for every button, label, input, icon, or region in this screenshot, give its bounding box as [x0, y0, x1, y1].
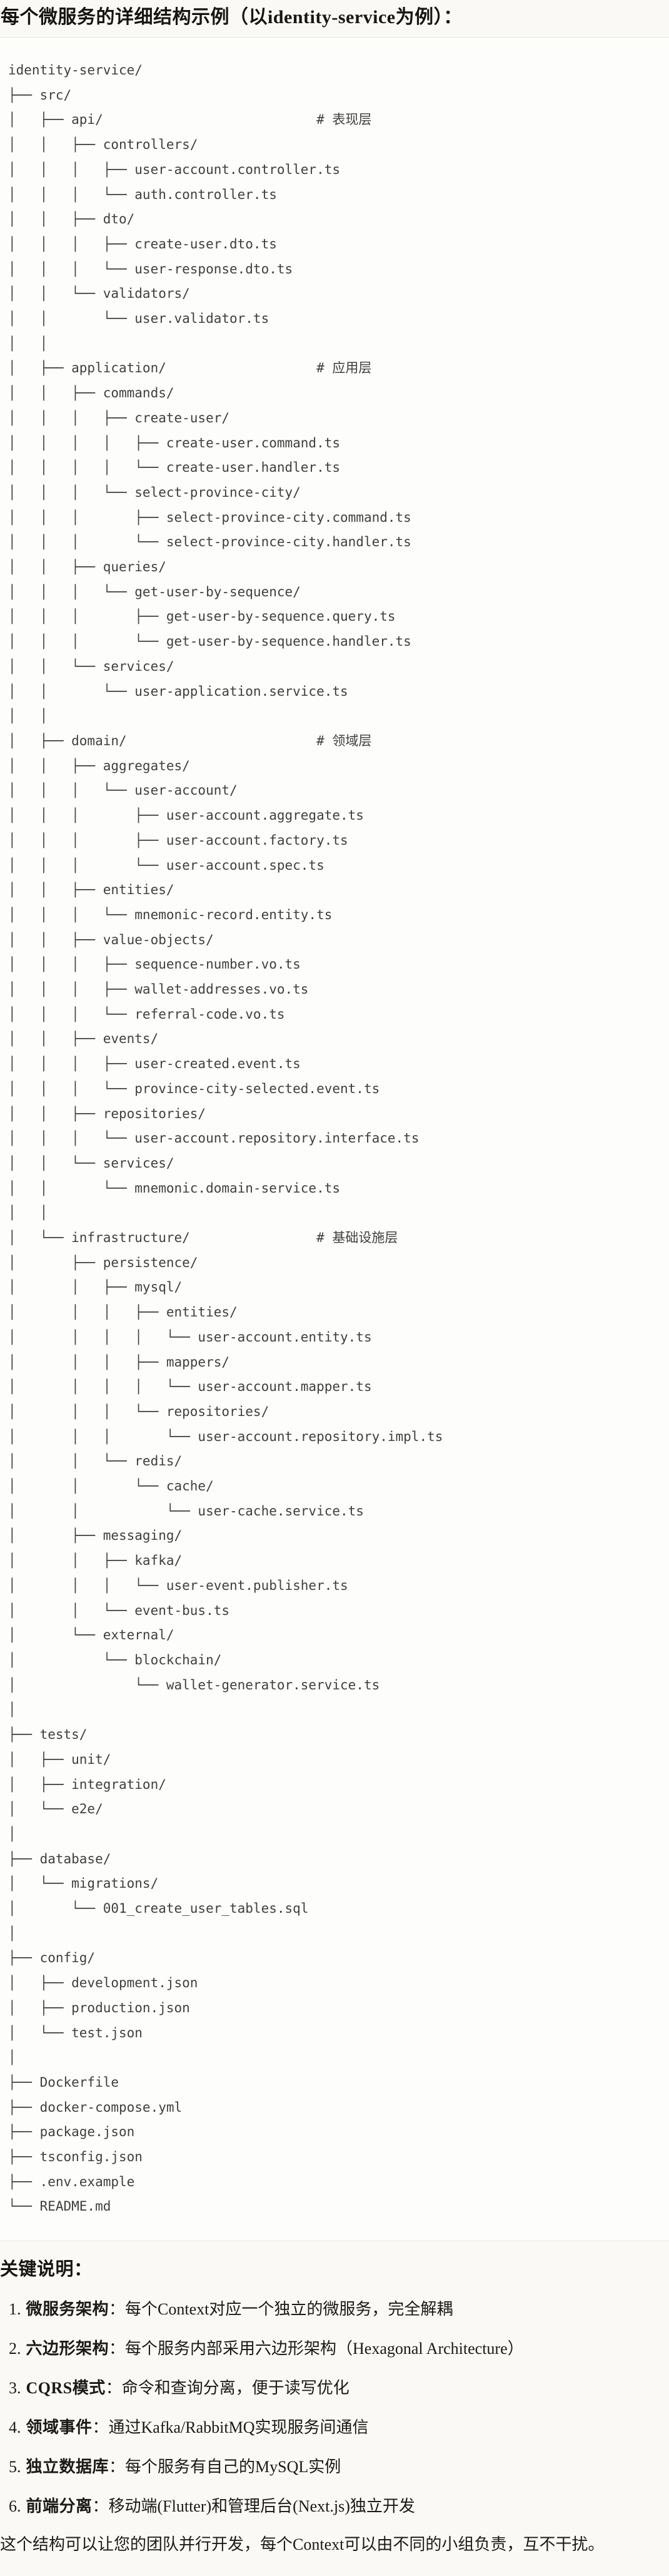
note-desc: ：命令和查询分离，便于读写优化 [105, 2379, 350, 2398]
note-item: 5. 独立数据库：每个服务有自己的MySQL实例 [0, 2456, 663, 2478]
page-title: 每个微服务的详细结构示例（以identity-service为例）： [1, 7, 463, 28]
note-label: 六边形架构 [26, 2339, 109, 2358]
note-label: CQRS模式 [26, 2379, 106, 2398]
code-block: identity-service/ ├── src/ │ ├── api/ # … [0, 37, 669, 2242]
note-number: 3. [9, 2379, 21, 2398]
note-number: 4. [9, 2418, 21, 2437]
note-label: 前端分离 [26, 2497, 93, 2516]
notes-section: 关键说明： 1. 微服务架构：每个Context对应一个独立的微服务，完全解耦 2… [0, 2258, 669, 2556]
note-item: 2. 六边形架构：每个服务内部采用六边形架构（Hexagonal Architec… [0, 2338, 663, 2360]
note-number: 5. [9, 2458, 21, 2477]
note-desc: ：每个服务内部采用六边形架构（Hexagonal Architecture） [109, 2339, 524, 2358]
note-desc: ：移动端(Flutter)和管理后台(Next.js)独立开发 [92, 2497, 415, 2516]
note-number: 6. [9, 2497, 21, 2516]
note-label: 领域事件 [26, 2418, 93, 2437]
tree-text: identity-service/ ├── src/ │ ├── api/ # … [8, 63, 443, 2214]
note-item: 4. 领域事件：通过Kafka/RabbitMQ实现服务间通信 [0, 2416, 663, 2439]
note-item: 1. 微服务架构：每个Context对应一个独立的微服务，完全解耦 [0, 2298, 663, 2321]
note-desc: ：每个Context对应一个独立的微服务，完全解耦 [109, 2300, 453, 2319]
note-label: 独立数据库 [26, 2458, 109, 2477]
note-desc: ：通过Kafka/RabbitMQ实现服务间通信 [92, 2418, 369, 2437]
note-item: 3. CQRS模式：命令和查询分离，便于读写优化 [0, 2377, 663, 2400]
note-number: 2. [9, 2339, 21, 2358]
note-item: 6. 前端分离：移动端(Flutter)和管理后台(Next.js)独立开发 [0, 2495, 663, 2518]
note-label: 微服务架构 [26, 2300, 109, 2319]
note-number: 1. [9, 2300, 21, 2319]
notes-footer: 这个结构可以让您的团队并行开发，每个Context可以由不同的小组负责，互不干扰… [0, 2535, 605, 2554]
notes-heading: 关键说明： [0, 2259, 93, 2280]
note-desc: ：每个服务有自己的MySQL实例 [109, 2458, 341, 2477]
